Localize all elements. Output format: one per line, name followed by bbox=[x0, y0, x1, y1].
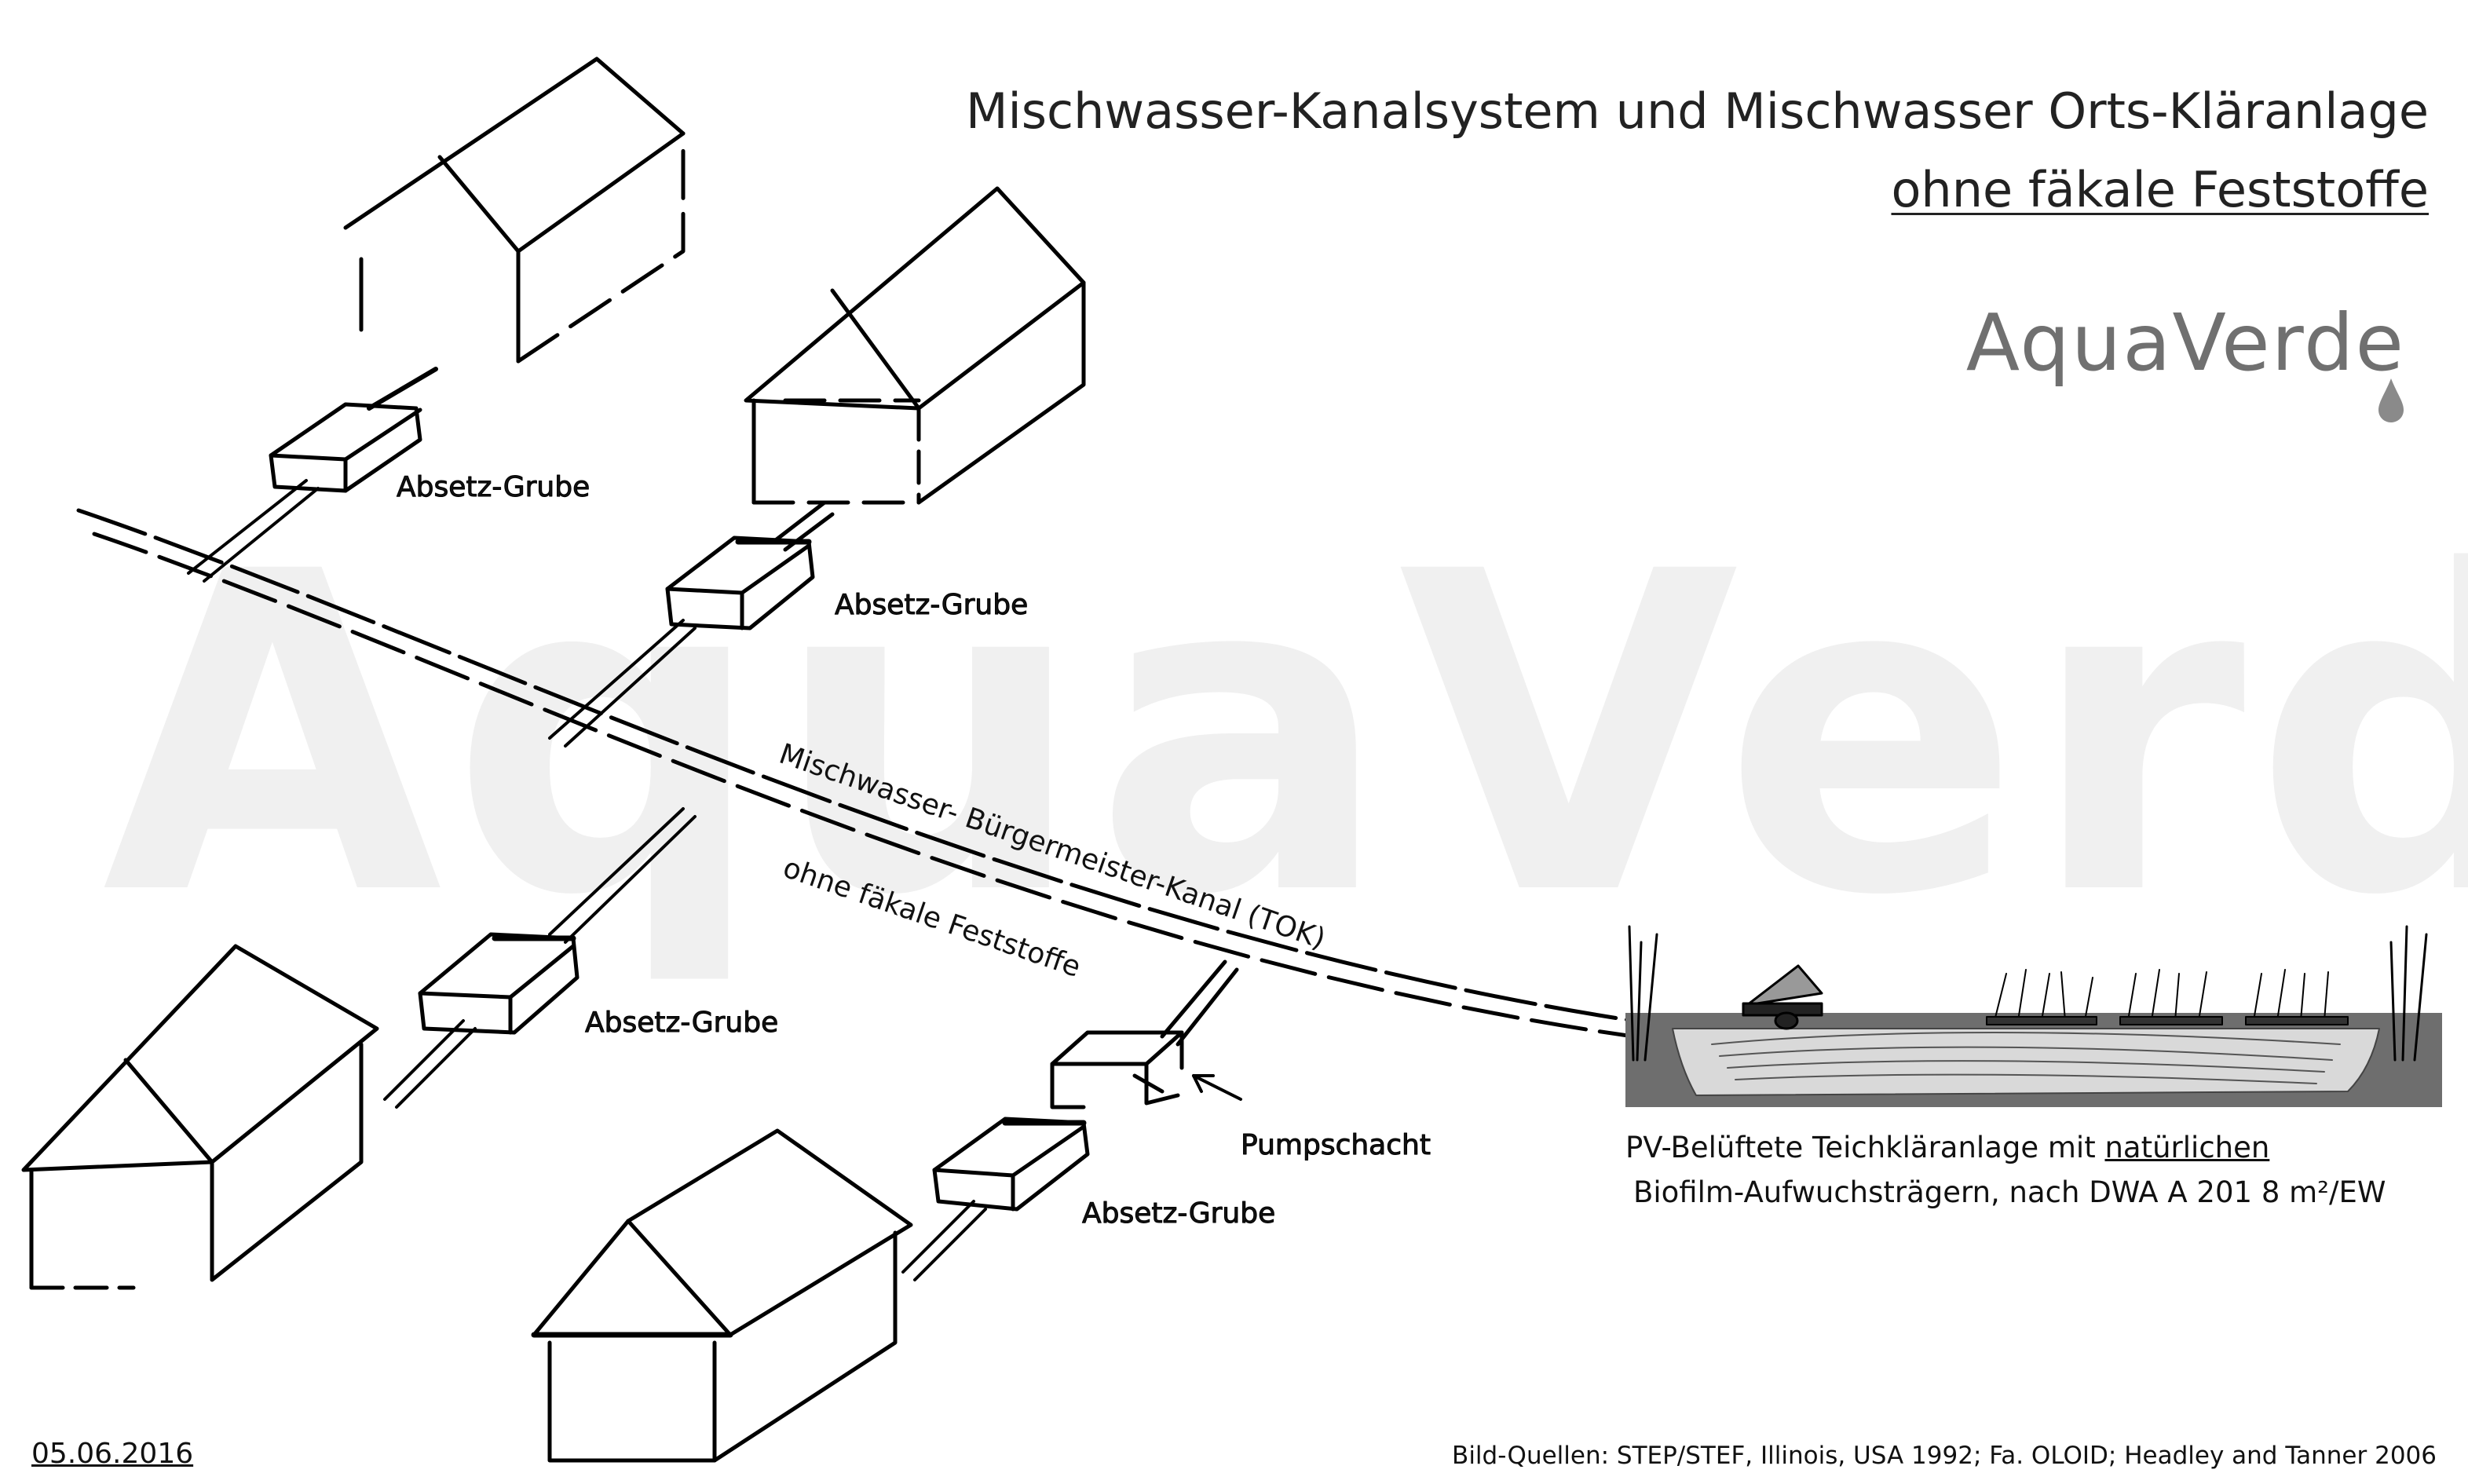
septic-tank-2 bbox=[665, 500, 835, 631]
house-pipe-2 bbox=[548, 619, 697, 747]
grube-label-3: Absetz-Grube bbox=[585, 1007, 778, 1039]
house-2 bbox=[744, 186, 1086, 505]
reed-right bbox=[2389, 925, 2428, 1062]
diagram-title: Mischwasser-Kanalsystem und Mischwasser … bbox=[965, 82, 2429, 140]
pv-aerator bbox=[1742, 964, 1823, 1030]
septic-tank-1 bbox=[269, 367, 438, 493]
grube-label-1: Absetz-Grube bbox=[397, 471, 590, 503]
reed-left bbox=[1628, 925, 1658, 1062]
aquaverde-logo: AquaVerde bbox=[1965, 297, 2405, 389]
pond-caption-line2: Biofilm-Aufwuchsträgern, nach DWA A 201 … bbox=[1633, 1175, 2386, 1209]
droplet-icon bbox=[2378, 378, 2404, 422]
main-sewer-pipe bbox=[76, 508, 1636, 1039]
date-label: 05.06.2016 bbox=[31, 1438, 194, 1470]
septic-tank-3 bbox=[418, 932, 580, 1035]
grube-label-2: Absetz-Grube bbox=[835, 589, 1028, 621]
house-4 bbox=[531, 1128, 913, 1463]
plant-island-2 bbox=[2119, 969, 2223, 1025]
pond-caption-prefix: PV-Belüftete Teichkläranlage mit bbox=[1625, 1131, 2105, 1164]
plant-island-3 bbox=[2245, 969, 2349, 1025]
plant-island-1 bbox=[1986, 969, 2097, 1025]
pond-caption-line1: PV-Belüftete Teichkläranlage mit natürli… bbox=[1625, 1131, 2269, 1164]
pumpschacht-label: Pumpschacht bbox=[1241, 1129, 1431, 1161]
grube-label-4: Absetz-Grube bbox=[1082, 1197, 1275, 1230]
diagram-subtitle: ohne fäkale Feststoffe bbox=[1891, 161, 2429, 218]
house-pipe-4 bbox=[901, 1200, 987, 1281]
pond-illustration bbox=[1625, 925, 2442, 1107]
house-1 bbox=[343, 57, 686, 364]
house-pipe-3 bbox=[383, 807, 697, 1109]
image-credits: Bild-Quellen: STEP/STEF, Illinois, USA 1… bbox=[1452, 1442, 2437, 1470]
house-pipe-1 bbox=[187, 479, 320, 583]
pump-shaft bbox=[1050, 959, 1242, 1109]
watermark-text: AquaVerde bbox=[102, 480, 2468, 992]
pond-caption-underlined: natürlichen bbox=[2104, 1131, 2270, 1164]
septic-tank-4 bbox=[932, 1117, 1090, 1212]
house-3 bbox=[21, 944, 379, 1290]
